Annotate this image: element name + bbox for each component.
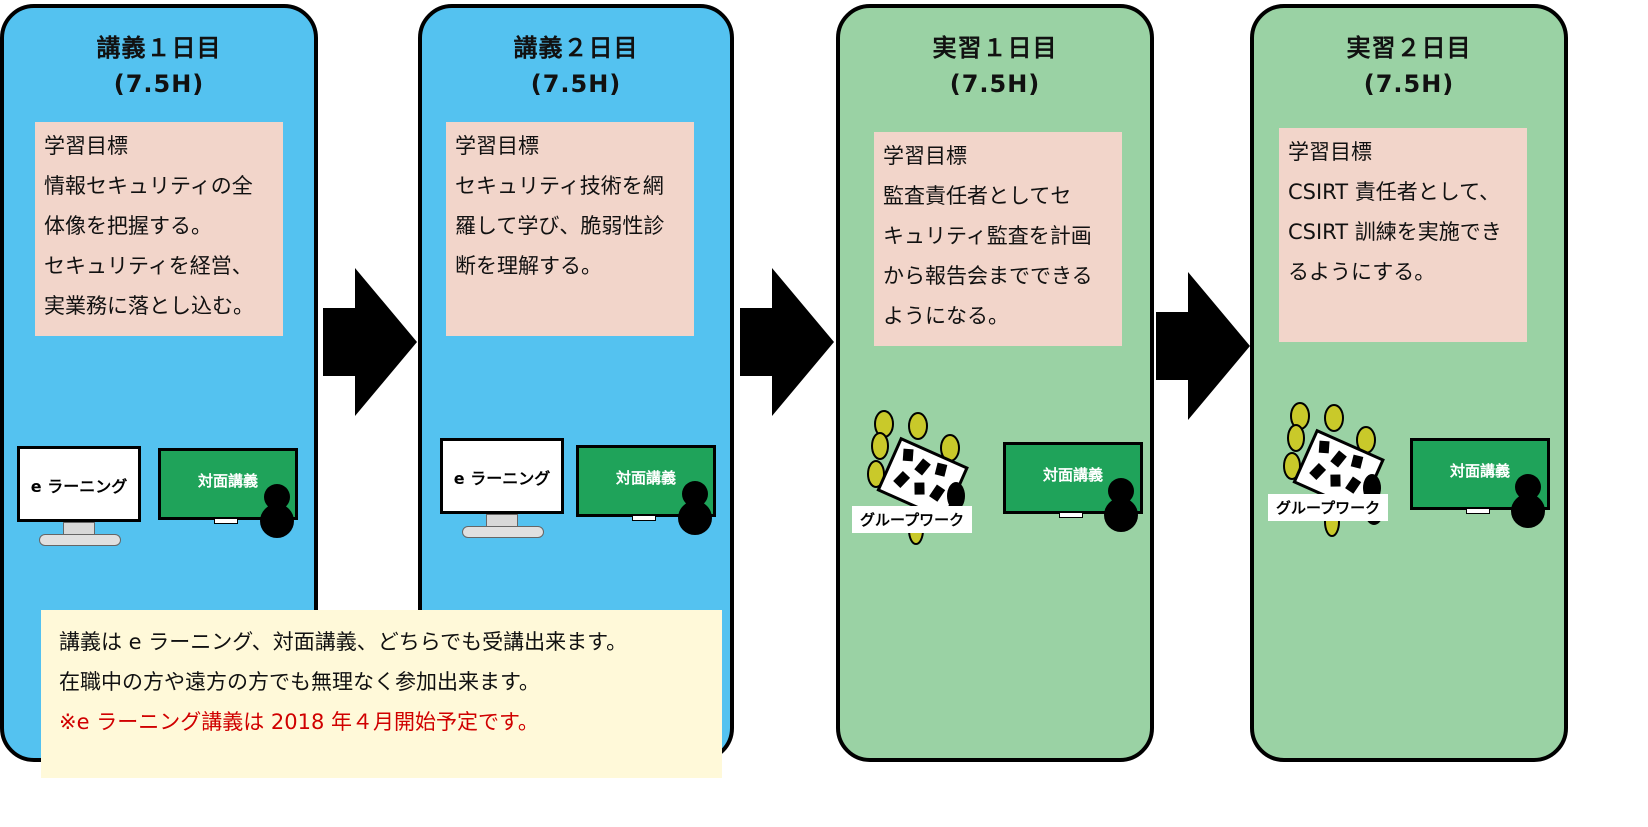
goal-line: CSIRT 訓練を実施でき [1288, 220, 1502, 244]
monitor-screen: e ラーニング [17, 446, 141, 522]
monitor-icon: e ラーニング [440, 438, 564, 538]
goal-line: CSIRT 責任者として、 [1288, 180, 1501, 204]
panel-hours: (7.5H) [113, 70, 205, 98]
goal-line: キュリティ監査を計画 [883, 224, 1092, 248]
panel-title: 実習１日目 [932, 34, 1058, 62]
elearning-label: e ラーニング [453, 469, 551, 488]
note-line: 講義は e ラーニング、対面講義、どちらでも受講出来ます。 [59, 630, 628, 654]
goal-line: 体像を把握する。 [44, 214, 212, 238]
board-label: 対面講義 [615, 469, 676, 487]
board-label: 対面講義 [1449, 462, 1510, 480]
panel-practice-day1: 実習１日目 (7.5H) 学習目標 監査責任者としてセ キュリティ監査を計画 か… [836, 4, 1154, 762]
person-body [1104, 498, 1138, 532]
goal-line: 羅して学び、脆弱性診 [455, 214, 665, 238]
note-line: 在職中の方や遠方の方でも無理なく参加出来ます。 [59, 670, 540, 694]
panel-title: 講義２日目 [513, 34, 639, 62]
note-warning: ※e ラーニング講義は 2018 年４月開始予定です。 [59, 710, 539, 734]
arrow-right-icon [323, 268, 417, 416]
board-tray [1466, 508, 1490, 514]
goal-heading: 学習目標 [44, 134, 128, 158]
board-label: 対面講義 [1042, 466, 1103, 484]
panel-title: 講義１日目 [96, 34, 222, 62]
monitor-base [462, 526, 544, 538]
panel-title: 実習２日目 [1346, 34, 1472, 62]
goal-heading: 学習目標 [883, 144, 967, 168]
monitor-icon: e ラーニング [17, 446, 141, 546]
panel-hours: (7.5H) [1363, 70, 1455, 98]
goal-line: セキュリティを経営、 [44, 254, 253, 278]
panel-hours: (7.5H) [949, 70, 1041, 98]
person-icon [675, 481, 715, 537]
group-work-icon [1283, 402, 1385, 537]
panel-practice-day2: 実習２日目 (7.5H) 学習目標 CSIRT 責任者として、 CSIRT 訓練… [1250, 4, 1568, 762]
goal-box: 学習目標 情報セキュリティの全 体像を把握する。 セキュリティを経営、 実業務に… [35, 122, 283, 336]
panel-hours: (7.5H) [530, 70, 622, 98]
monitor-base [39, 534, 121, 546]
board-label: 対面講義 [197, 472, 258, 490]
person-body [678, 501, 712, 535]
goal-heading: 学習目標 [455, 134, 539, 158]
arrow-right-icon [740, 268, 834, 416]
person-body [1511, 494, 1545, 528]
goal-box: 学習目標 監査責任者としてセ キュリティ監査を計画 から報告会までできる ように… [874, 132, 1122, 346]
goal-line: ようになる。 [883, 304, 1009, 328]
group-work-label: グループワーク [1268, 494, 1389, 521]
goal-line: るようにする。 [1288, 260, 1436, 284]
group-work-label: グループワーク [852, 506, 973, 533]
goal-heading: 学習目標 [1288, 140, 1372, 164]
goal-line: 実業務に落とし込む。 [44, 294, 254, 318]
goal-line: 情報セキュリティの全 [44, 174, 253, 198]
goal-line: セキュリティ技術を網 [455, 174, 664, 198]
info-note: 講義は e ラーニング、対面講義、どちらでも受講出来ます。 在職中の方や遠方の方… [41, 610, 722, 778]
board-tray [632, 515, 656, 521]
monitor-screen: e ラーニング [440, 438, 564, 514]
goal-line: 断を理解する。 [455, 254, 602, 278]
board-tray [214, 518, 238, 524]
elearning-label: e ラーニング [30, 477, 128, 496]
person-icon [257, 484, 297, 540]
goal-box: 学習目標 CSIRT 責任者として、 CSIRT 訓練を実施でき るようにする。 [1279, 128, 1527, 342]
arrow-right-icon [1156, 272, 1250, 420]
board-tray [1059, 512, 1083, 518]
goal-line: 監査責任者としてセ [883, 184, 1072, 208]
goal-line: から報告会までできる [883, 264, 1093, 288]
person-icon [1508, 474, 1548, 530]
person-icon [1101, 478, 1141, 534]
goal-box: 学習目標 セキュリティ技術を網 羅して学び、脆弱性診 断を理解する。 [446, 122, 694, 336]
person-body [260, 504, 294, 538]
